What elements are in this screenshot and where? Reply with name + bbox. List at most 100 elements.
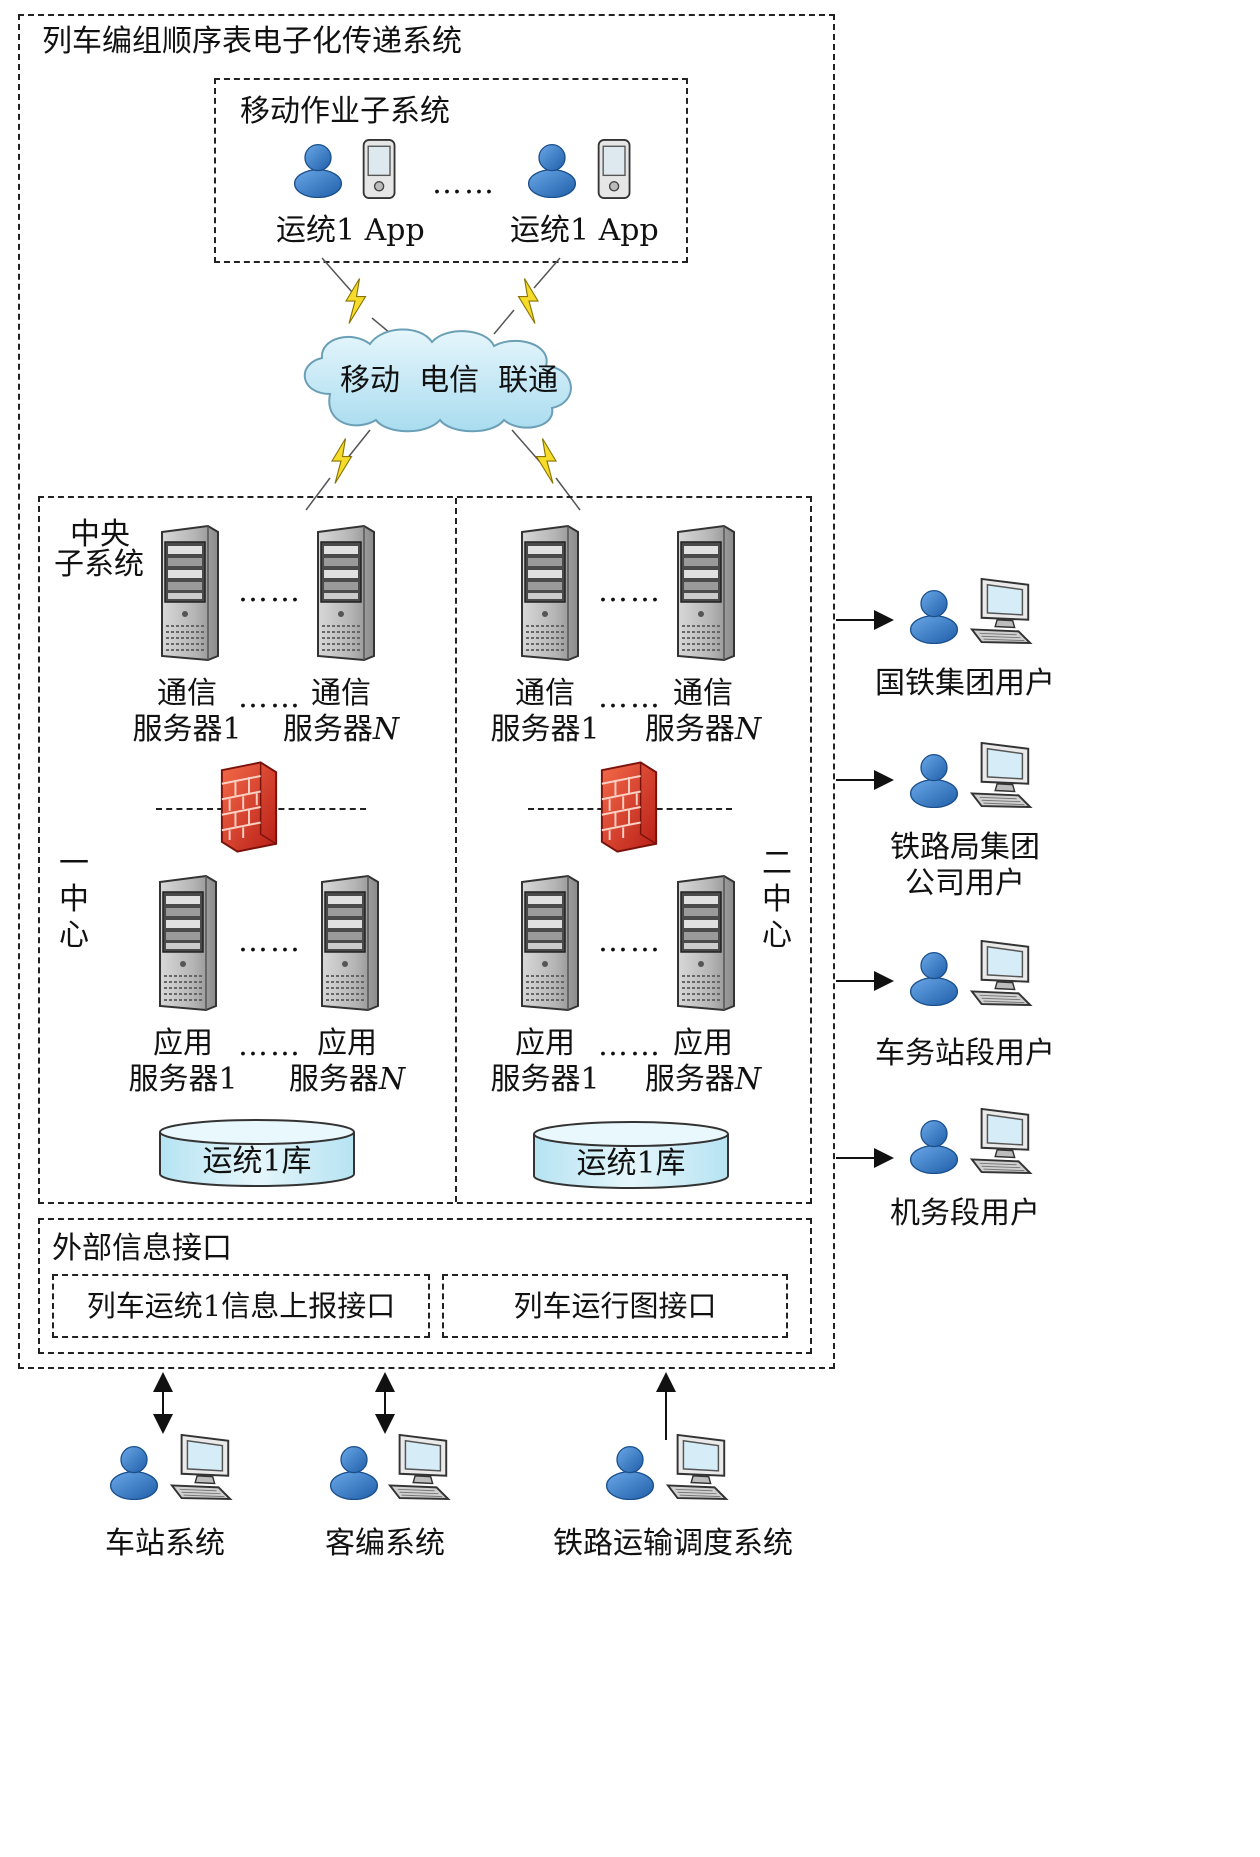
external-interface-box xyxy=(38,1218,812,1354)
system-boundary xyxy=(18,14,835,1369)
interface-timetable-box: 列车运行图接口 xyxy=(442,1274,788,1338)
lightning-icon xyxy=(532,438,562,484)
user-icon xyxy=(108,1440,160,1500)
ellipsis: …… xyxy=(432,166,496,201)
comm-server-1-label: 通信 服务器1 xyxy=(486,676,604,748)
label-line: 服务器1 xyxy=(128,1062,238,1097)
bottom-system-label: 车站系统 xyxy=(105,1526,225,1561)
user-icon xyxy=(908,584,960,644)
ellipsis: …… xyxy=(598,924,662,959)
center2-char: 二中心 xyxy=(762,846,792,953)
central-title-line2: 子系统 xyxy=(54,547,144,582)
label-line: 通信 xyxy=(515,676,575,711)
lightning-icon xyxy=(340,278,370,324)
user-group-label: 机务段用户 xyxy=(870,1196,1060,1232)
label-line: 通信 xyxy=(673,676,733,711)
label-line: 铁路局集团 xyxy=(890,830,1040,865)
bottom-system-label: 铁路运输调度系统 xyxy=(553,1526,793,1561)
app-label-2: 运统1 App xyxy=(510,213,659,248)
computer-icon xyxy=(664,1430,732,1502)
center1-char: 一中心 xyxy=(59,846,89,953)
index-n: N xyxy=(734,712,762,747)
label-line: 服务器N xyxy=(282,712,400,747)
comm-server-icon xyxy=(152,522,222,662)
user-icon xyxy=(908,1114,960,1174)
label-line: 公司用户 xyxy=(905,866,1025,901)
database-label: 运统1库 xyxy=(576,1146,686,1181)
user-icon xyxy=(908,946,960,1006)
mobile-subsystem-title: 移动作业子系统 xyxy=(240,94,450,129)
central-title-line1: 中央 xyxy=(70,517,130,552)
app-server-icon xyxy=(312,872,382,1012)
center-divider xyxy=(455,498,457,1202)
user-icon xyxy=(604,1440,656,1500)
computer-icon xyxy=(386,1430,454,1502)
label-line: 服务器1 xyxy=(490,712,600,747)
label-line: 应用 xyxy=(515,1026,575,1061)
system-title: 列车编组顺序表电子化传递系统 xyxy=(42,24,462,59)
ellipsis: …… xyxy=(238,924,302,959)
app-label-1: 运统1 App xyxy=(276,213,425,248)
lightning-icon xyxy=(514,278,544,324)
wireless-links xyxy=(305,257,581,511)
ellipsis: …… xyxy=(598,680,662,715)
label-line: 车务站段用户 xyxy=(875,1036,1055,1071)
center2-label: 二中心 xyxy=(759,846,795,954)
bottom-system-label: 客编系统 xyxy=(325,1526,445,1561)
label-line: 服务器N xyxy=(644,1062,762,1097)
label-line: 应用 xyxy=(673,1026,733,1061)
network-cloud xyxy=(303,328,572,433)
label-line: 服务器1 xyxy=(132,712,242,747)
interface-timetable-label: 列车运行图接口 xyxy=(513,1289,717,1323)
comm-server-n-label: 通信 服务器N xyxy=(644,676,762,748)
ellipsis: …… xyxy=(238,680,302,715)
comm-server-icon xyxy=(308,522,378,662)
right-arrows xyxy=(836,610,894,1168)
comm-server-icon xyxy=(512,522,582,662)
lightning-icon xyxy=(305,257,581,511)
interface-report-label: 列车运统1信息上报接口 xyxy=(86,1289,396,1323)
user-group-label: 国铁集团用户 xyxy=(870,666,1060,702)
database-icon xyxy=(533,1121,729,1189)
label-line: 服务器N xyxy=(288,1062,406,1097)
app-server-n-label: 应用 服务器N xyxy=(288,1026,406,1098)
external-interface-title: 外部信息接口 xyxy=(52,1231,232,1266)
network-label: 移动 电信 联通 xyxy=(340,363,559,398)
user-icon xyxy=(908,748,960,808)
user-icon xyxy=(328,1440,380,1500)
app-server-icon xyxy=(668,872,738,1012)
comm-server-1-label: 通信 服务器1 xyxy=(128,676,246,748)
app-server-icon xyxy=(512,872,582,1012)
index-n: N xyxy=(378,1062,406,1097)
ellipsis: …… xyxy=(238,1028,302,1063)
computer-icon xyxy=(968,738,1036,810)
index-n: N xyxy=(734,1062,762,1097)
app-server-1-label: 应用 服务器1 xyxy=(486,1026,604,1098)
label-line: 机务段用户 xyxy=(890,1196,1040,1231)
label-line: 国铁集团用户 xyxy=(875,666,1055,701)
label-line: 应用 xyxy=(153,1026,213,1061)
app-server-icon xyxy=(150,872,220,1012)
label-line: 应用 xyxy=(317,1026,377,1061)
user-group-label: 铁路局集团 公司用户 xyxy=(870,830,1060,902)
lightning-icon xyxy=(326,438,356,484)
computer-icon xyxy=(168,1430,236,1502)
ellipsis: …… xyxy=(598,574,662,609)
ellipsis: …… xyxy=(238,574,302,609)
user-group-label: 车务站段用户 xyxy=(870,1036,1060,1072)
computer-icon xyxy=(968,574,1036,646)
center1-label: 一中心 xyxy=(56,846,92,954)
firewall-icon xyxy=(598,760,660,854)
database-icon xyxy=(159,1119,355,1187)
database-label: 运统1库 xyxy=(202,1144,312,1179)
central-subsystem-box xyxy=(38,496,812,1204)
app-server-n-label: 应用 服务器N xyxy=(644,1026,762,1098)
bottom-arrows xyxy=(153,1372,676,1440)
label-line: 通信 xyxy=(157,676,217,711)
mobile-subsystem-box xyxy=(214,78,688,263)
label-line: 服务器1 xyxy=(490,1062,600,1097)
firewall-icon xyxy=(218,760,280,854)
comm-server-n-label: 通信 服务器N xyxy=(282,676,400,748)
ellipsis: …… xyxy=(598,1028,662,1063)
comm-server-icon xyxy=(668,522,738,662)
